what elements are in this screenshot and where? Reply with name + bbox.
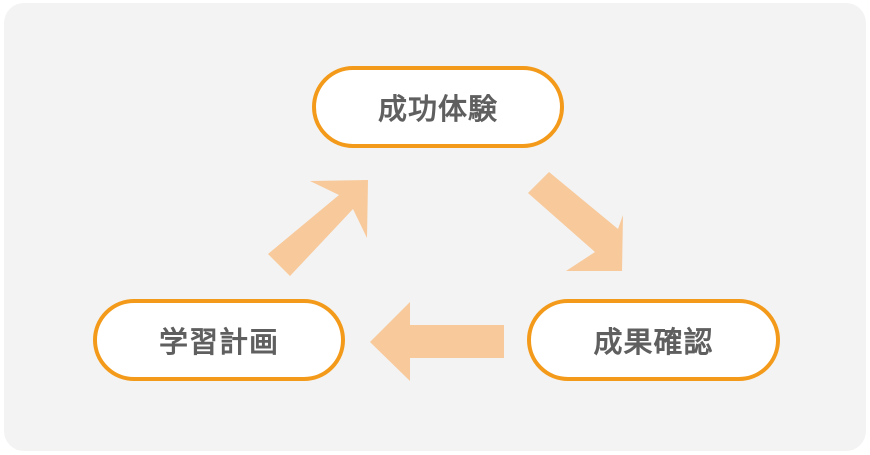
node-label: 成功体験 — [377, 92, 498, 126]
node-success-experience: 成功体験 — [312, 66, 564, 148]
arrow-success-to-result — [528, 172, 623, 271]
arrow-plan-to-success — [268, 180, 368, 276]
node-result-check: 成果確認 — [527, 299, 780, 381]
arrow-result-to-plan — [370, 302, 504, 381]
node-label: 成果確認 — [593, 325, 714, 359]
node-learning-plan: 学習計画 — [93, 299, 345, 381]
node-label: 学習計画 — [158, 325, 279, 359]
